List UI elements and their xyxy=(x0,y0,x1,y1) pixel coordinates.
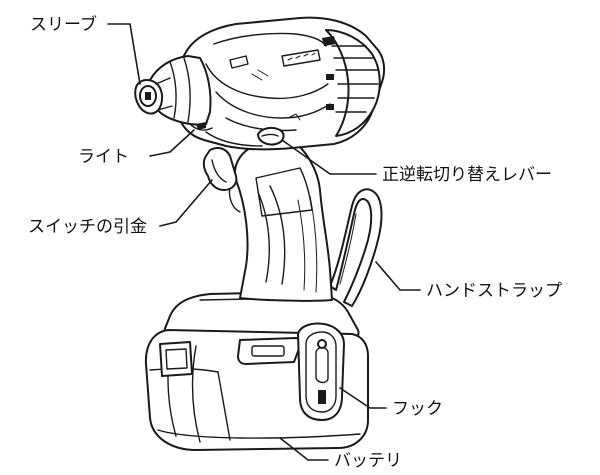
label-trigger: スイッチの引金 xyxy=(28,217,147,237)
label-battery: バッテリ xyxy=(334,451,402,471)
leader-lines xyxy=(107,23,421,461)
sleeve xyxy=(134,77,173,115)
label-hand-strap: ハンドストラップ xyxy=(426,281,562,301)
leader-hook xyxy=(339,387,387,409)
leader-hand-strap xyxy=(375,261,421,291)
leader-light xyxy=(149,129,195,157)
leader-reversing-lever xyxy=(281,139,377,175)
label-sleeve: スリーブ xyxy=(30,14,97,35)
front-nose xyxy=(147,55,213,131)
label-hook: フック xyxy=(392,399,443,419)
label-reversing-lever: 正逆転切り替えレバー xyxy=(382,165,552,185)
leader-battery xyxy=(279,437,329,461)
hook xyxy=(297,322,345,421)
hand-strap xyxy=(329,188,383,307)
main-housing xyxy=(175,16,386,151)
label-light: ライト xyxy=(78,147,129,167)
callout-labels: スリーブ ライト スイッチの引金 正逆転切り替えレバー ハンドストラップ フック… xyxy=(28,14,562,471)
leader-sleeve xyxy=(107,23,141,85)
leader-trigger xyxy=(159,179,213,227)
